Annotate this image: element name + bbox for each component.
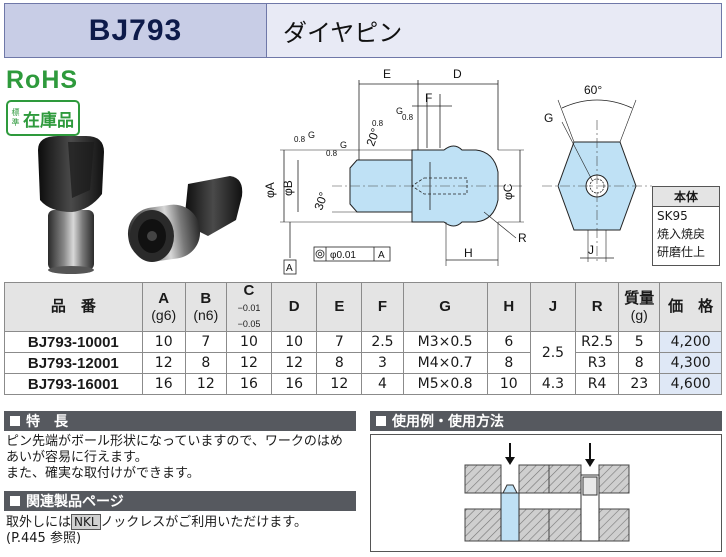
angle-60: 60°	[584, 83, 602, 97]
col-part: 品 番	[4, 282, 143, 332]
dim-D: D	[453, 67, 462, 81]
product-photo-small	[127, 176, 243, 262]
finish-3: 0.8	[372, 119, 384, 128]
page-reference: (P.445 参照)	[6, 531, 82, 546]
end-view-G: G	[544, 111, 553, 125]
technical-drawing: E D F φA φB φC 20° 30° 0.8 0.8 0.8 0	[263, 67, 652, 275]
part-number: BJ793-10001	[4, 331, 143, 353]
angle-30: 30°	[311, 190, 330, 212]
square-bullet-icon	[376, 416, 386, 426]
price-cell: 4,200	[659, 331, 722, 353]
usage-title-bar: 使用例・使用方法	[370, 411, 722, 431]
dim-E: E	[383, 67, 391, 81]
product-code: BJ793	[5, 4, 267, 57]
datum-label: A	[286, 263, 293, 274]
usage-title: 使用例・使用方法	[392, 414, 504, 430]
finish-1: 0.8	[294, 135, 306, 144]
finish-g: G	[308, 130, 315, 140]
col-F: F	[361, 282, 404, 332]
angle-20: 20°	[363, 126, 382, 148]
material-header: 本体	[653, 187, 719, 207]
col-E: E	[316, 282, 363, 332]
related-title-bar: 関連製品ページ	[4, 491, 356, 511]
col-R: R	[575, 282, 620, 332]
features-title-bar: 特 長	[4, 411, 356, 431]
features-text: ピン先端がボール形状になっていますので、ワークのはめ あいが容易に行えます。 ま…	[6, 434, 343, 481]
part-number: BJ793-16001	[4, 373, 143, 395]
stock-badge: 標 準 在庫品	[6, 100, 80, 136]
col-C: C−0.01−0.05	[225, 282, 273, 332]
finish-2: 0.8	[326, 149, 338, 158]
col-J: J	[529, 282, 577, 332]
table-header-row: 品 番 A(g6) B(n6) C−0.01−0.05 D E F G H J …	[4, 282, 722, 332]
usage-diagram-box	[370, 434, 722, 552]
col-mass: 質量(g)	[618, 282, 661, 332]
dim-B: φB	[281, 180, 295, 196]
spec-table: 品 番 A(g6) B(n6) C−0.01−0.05 D E F G H J …	[4, 282, 722, 395]
dim-C: φC	[501, 183, 515, 200]
price-cell: 4,600	[659, 373, 722, 395]
material-spec-box: 本体 SK95 焼入焼戻 研磨仕上	[652, 186, 720, 266]
dim-A: φA	[263, 182, 277, 198]
part-number: BJ793-12001	[4, 352, 143, 374]
stock-badge-label: 在庫品	[23, 110, 74, 131]
rohs-badge: RoHS	[6, 66, 79, 94]
material-line: 研磨仕上	[657, 245, 706, 259]
svg-text:G: G	[396, 106, 403, 116]
cell-J: 4.3	[529, 373, 577, 395]
square-bullet-icon	[10, 416, 20, 426]
usage-diagram	[464, 443, 630, 542]
dim-J: J	[588, 243, 594, 257]
cell-J-merged: 2.5	[529, 331, 577, 374]
product-name: ダイヤピン	[267, 4, 721, 57]
material-line: SK95	[657, 209, 688, 223]
related-title: 関連製品ページ	[26, 494, 124, 510]
dim-H: H	[464, 246, 473, 260]
col-G: G	[402, 282, 488, 332]
col-B: B(n6)	[184, 282, 227, 332]
col-price: 価 格	[659, 282, 722, 332]
features-title: 特 長	[26, 414, 68, 430]
product-photo-large	[38, 136, 104, 274]
price-cell: 4,300	[659, 352, 722, 374]
col-D: D	[271, 282, 318, 332]
tolerance-ref: A	[378, 250, 385, 261]
dim-F: F	[425, 91, 432, 105]
finish-4: 0.8	[402, 113, 414, 122]
nkl-link[interactable]: NKL	[71, 514, 101, 530]
svg-text:G: G	[340, 140, 347, 150]
dim-R: R	[518, 231, 527, 245]
stock-badge-small: 標 準	[11, 108, 20, 127]
material-line: 焼入焼戻	[657, 227, 706, 241]
tolerance-value: φ0.01	[330, 250, 356, 261]
square-bullet-icon	[10, 496, 20, 506]
col-A: A(g6)	[141, 282, 186, 332]
col-H: H	[486, 282, 531, 332]
product-header: BJ793 ダイヤピン	[4, 3, 722, 58]
